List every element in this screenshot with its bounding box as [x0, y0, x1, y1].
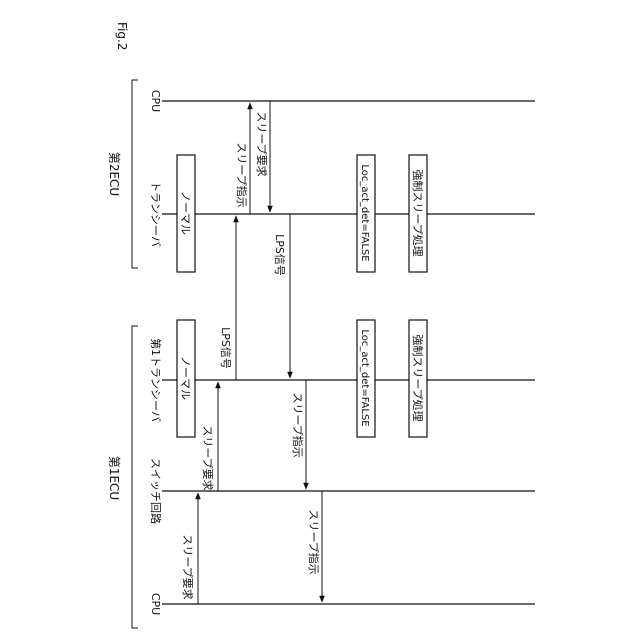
- label-sleep-request-switch: スリープ要求: [201, 425, 214, 490]
- ecu2-cpu-label: CPU: [149, 90, 162, 112]
- ecu2-forced-text: 強制スリープ処理: [411, 169, 424, 256]
- ecu1-normal-text: ノーマル: [179, 356, 192, 400]
- label-lps-signal-ecu1: LPS信号: [219, 327, 232, 369]
- ecu1-switch-label: スイッチ回路: [149, 458, 162, 524]
- label-sleep-instruction-transceiver: スリープ指示: [291, 392, 305, 457]
- ecu2-group-label: 第2ECU: [107, 152, 121, 196]
- ecu1-loc-text: Loc_act_det=FALSE: [359, 329, 370, 426]
- ecu1-group-label: 第1ECU: [107, 456, 121, 500]
- ecu1-forced-text: 強制スリープ処理: [411, 334, 424, 421]
- ecu1-transceiver-label: 第1トランシーバ: [149, 338, 163, 422]
- label-lps-signal-ecu2: LPS信号: [273, 234, 286, 276]
- label-sleep-instruction-cpu: スリープ指示: [307, 509, 321, 574]
- ecu2-loc-text: Loc_act_det=FALSE: [359, 164, 370, 261]
- ecu1-bracket: [132, 326, 138, 628]
- figure-label: Fig.2: [115, 22, 129, 50]
- ecu2-normal-text: ノーマル: [179, 191, 192, 235]
- ecu2-transceiver-label: トランシーバ: [149, 181, 162, 247]
- label-sleep-instruction-ecu2: スリープ指示: [235, 142, 249, 207]
- ecu1-cpu-label: CPU: [149, 593, 162, 615]
- ecu2-bracket: [132, 80, 138, 268]
- label-sleep-request-ecu2: スリープ要求: [255, 111, 268, 176]
- label-sleep-request-cpu: スリープ要求: [181, 534, 194, 599]
